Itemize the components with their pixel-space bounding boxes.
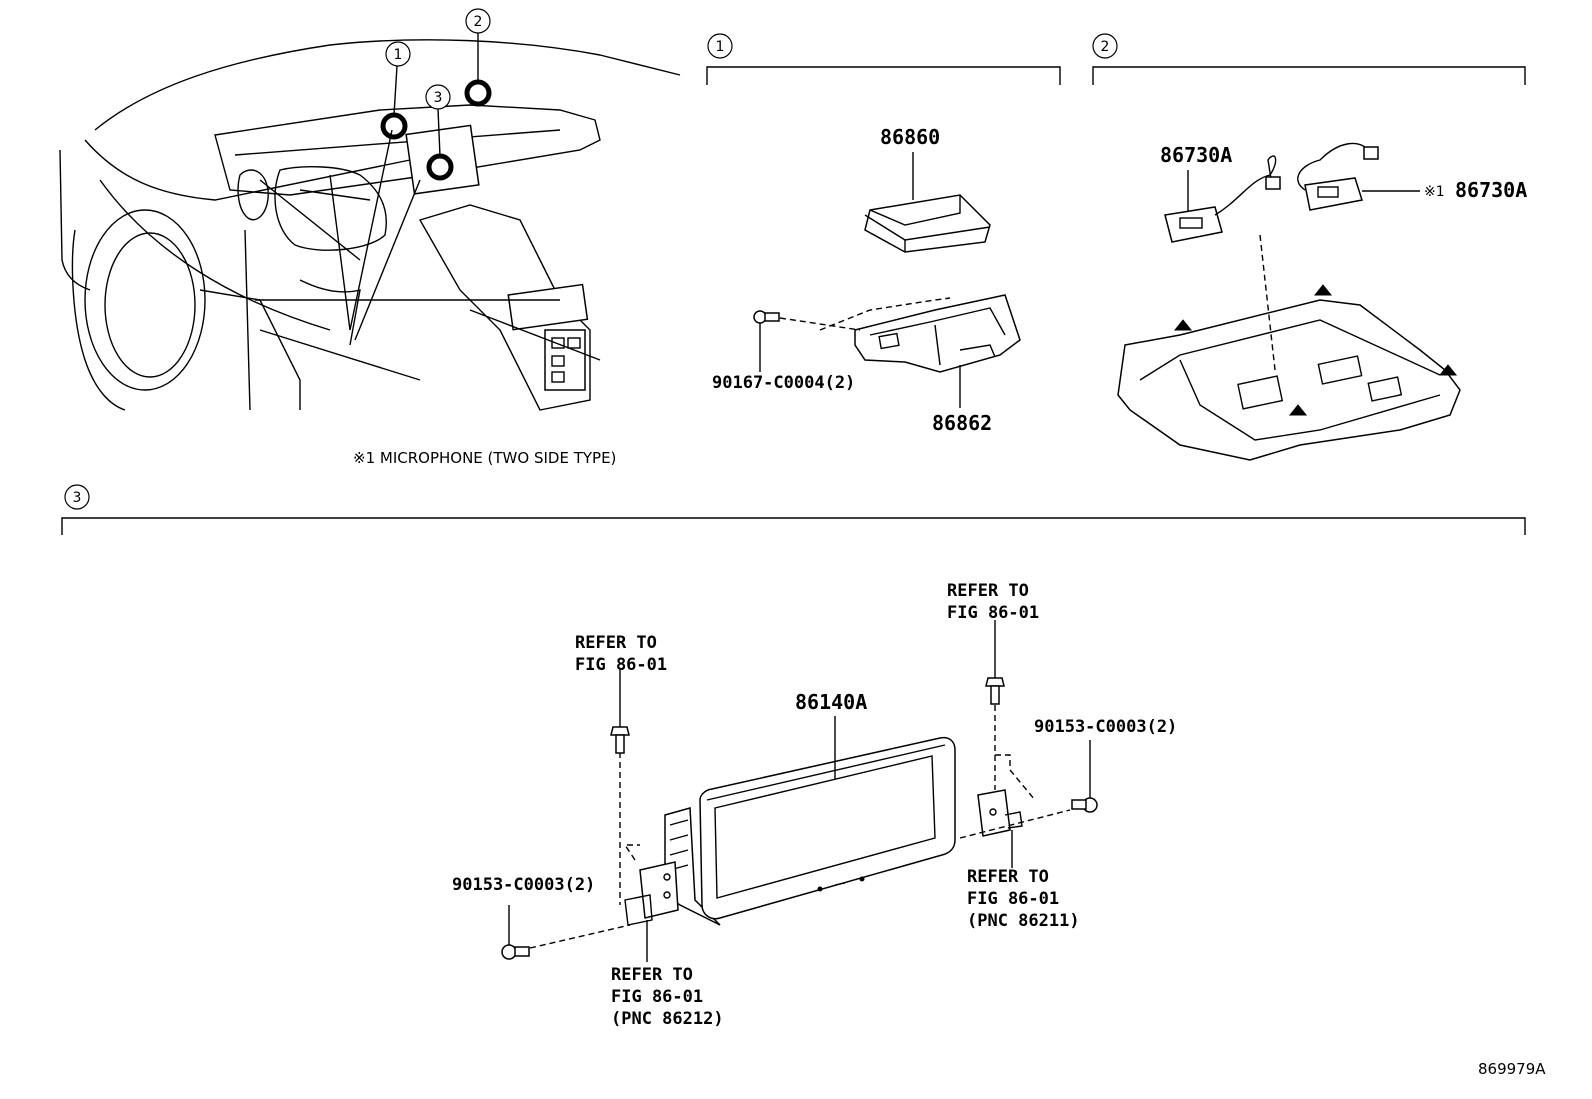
refer-top-left: REFER TO FIG 86-01 — [575, 633, 667, 675]
callout-1: 1 — [385, 41, 411, 67]
microphone-86730a-right — [1297, 142, 1420, 211]
bracket-left — [619, 752, 679, 962]
section-3-marker: 3 — [64, 484, 90, 510]
section-3-bracket — [61, 517, 1526, 535]
svg-text:2: 2 — [1101, 39, 1110, 55]
display-86140a — [664, 716, 956, 926]
svg-text:REFER TO: REFER TO — [967, 867, 1049, 887]
section-2-bracket — [1092, 66, 1526, 85]
label-86730a-right: 86730A — [1455, 178, 1527, 202]
svg-text:FIG 86-01: FIG 86-01 — [575, 655, 667, 675]
label-90153-c0003-left: 90153-C0003(2) — [452, 875, 595, 895]
part-86862-bracket — [854, 294, 1021, 408]
section-2-marker: 2 — [1092, 33, 1118, 59]
label-86140a: 86140A — [795, 690, 867, 714]
svg-text:2: 2 — [474, 14, 483, 30]
svg-text:1: 1 — [394, 47, 403, 63]
section-1-marker: 1 — [707, 33, 733, 59]
label-86730a-left: 86730A — [1160, 143, 1232, 167]
overhead-console — [1117, 234, 1461, 461]
label-86860: 86860 — [880, 125, 940, 149]
bolt-90167 — [753, 297, 951, 372]
callout-3: 3 — [425, 84, 451, 110]
vehicle-interior-illustration — [59, 33, 681, 411]
svg-text:FIG 86-01: FIG 86-01 — [947, 603, 1039, 623]
part-86860-module — [864, 152, 991, 253]
svg-text:REFER TO: REFER TO — [947, 581, 1029, 601]
screw-top-left — [610, 670, 630, 754]
svg-text:REFER TO: REFER TO — [611, 965, 693, 985]
refer-top-right: REFER TO FIG 86-01 — [947, 581, 1039, 623]
microphone-note: ※1 MICROPHONE (TWO SIDE TYPE) — [353, 449, 616, 467]
screw-90153-left — [501, 905, 631, 960]
svg-text:(PNC 86212): (PNC 86212) — [611, 1009, 724, 1029]
screw-90153-right — [1071, 740, 1098, 813]
section-1-bracket — [706, 66, 1061, 85]
microphone-86730a-left — [1164, 155, 1281, 243]
svg-text:3: 3 — [434, 90, 443, 106]
label-86730a-right-mark: ※1 — [1424, 184, 1445, 200]
svg-text:3: 3 — [73, 490, 82, 506]
label-90167-c0004: 90167-C0004(2) — [712, 373, 855, 393]
illustration-id: 869979A — [1478, 1060, 1546, 1078]
svg-text:1: 1 — [716, 39, 725, 55]
svg-text:FIG 86-01: FIG 86-01 — [611, 987, 703, 1007]
refer-bottom-right: REFER TO FIG 86-01 (PNC 86211) — [967, 867, 1080, 931]
refer-bottom-left: REFER TO FIG 86-01 (PNC 86212) — [611, 965, 724, 1029]
screw-top-right — [985, 620, 1005, 705]
label-90153-c0003-right: 90153-C0003(2) — [1034, 717, 1177, 737]
bracket-right — [959, 695, 1071, 868]
svg-text:REFER TO: REFER TO — [575, 633, 657, 653]
callout-2: 2 — [465, 8, 491, 34]
svg-text:FIG 86-01: FIG 86-01 — [967, 889, 1059, 909]
svg-text:(PNC 86211): (PNC 86211) — [967, 911, 1080, 931]
label-86862: 86862 — [932, 411, 992, 435]
